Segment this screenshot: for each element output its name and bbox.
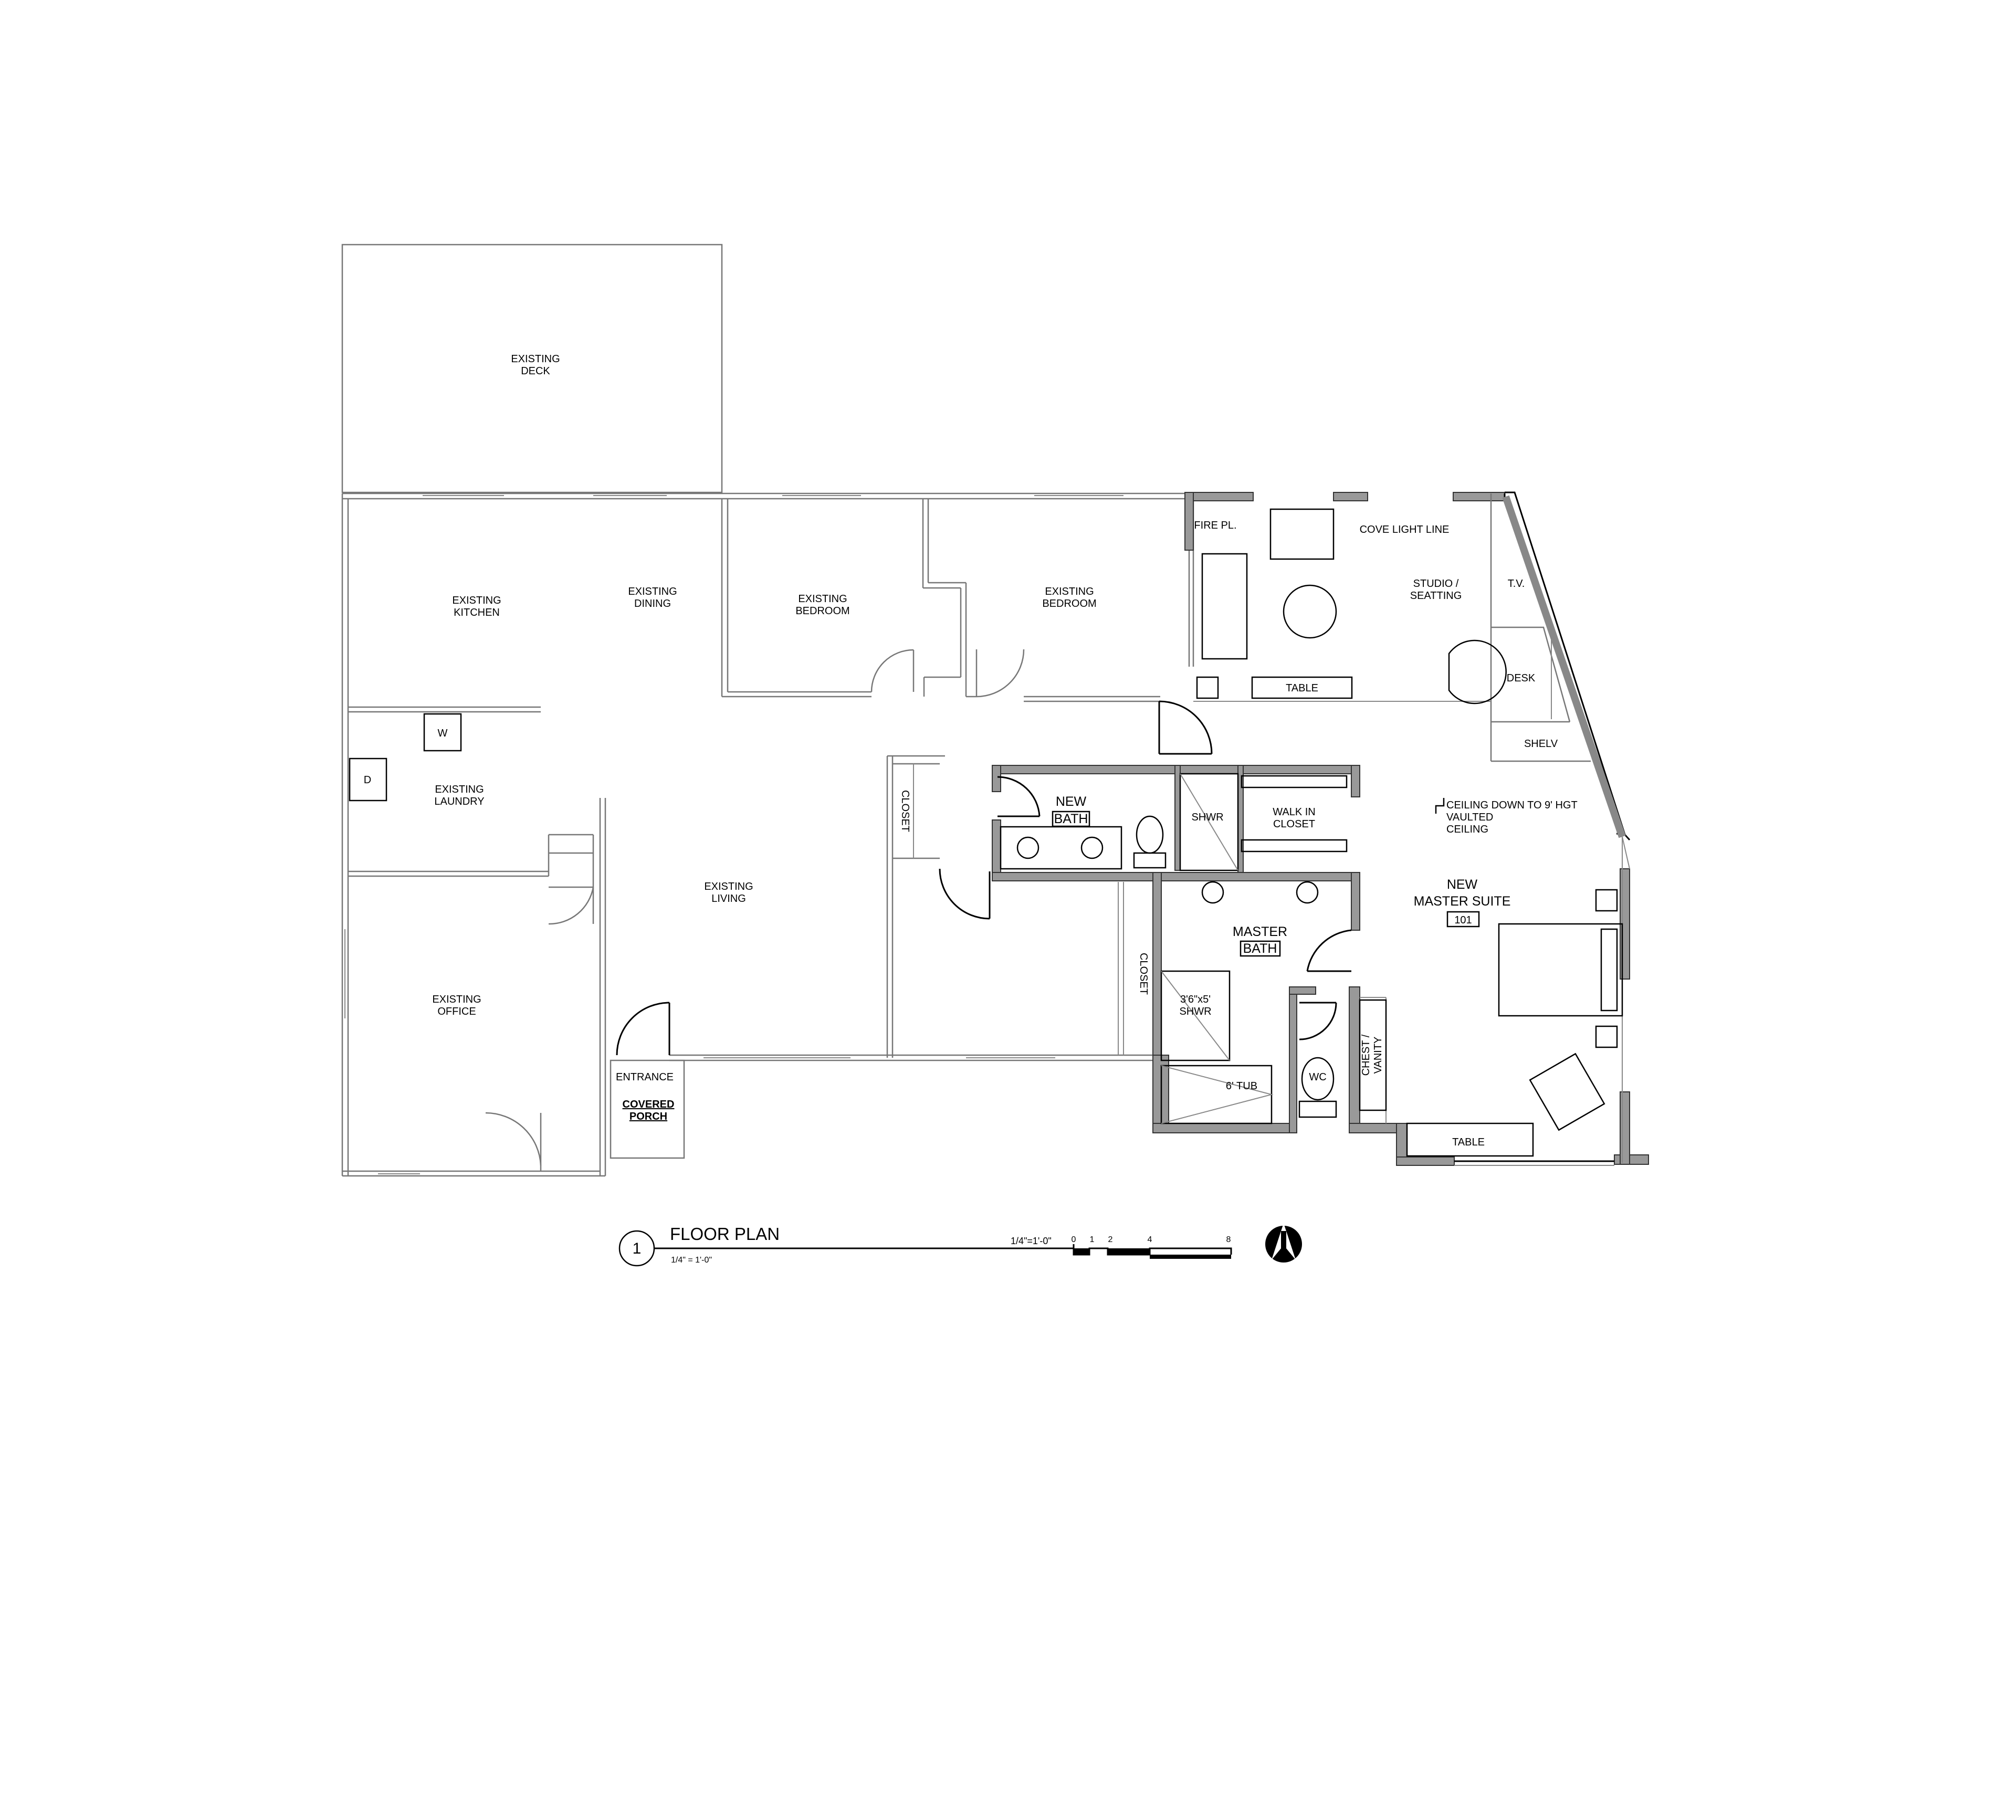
chest-vanity-label: CHEST /VANITY [1360, 1034, 1384, 1076]
washer-label: W [438, 728, 448, 739]
toilet-icon [1301, 1057, 1335, 1101]
master-suite-outline [1118, 491, 1631, 1166]
fireplace-label: FIRE PL. [1194, 520, 1236, 531]
scale-label: 1/4"=1'-0" [1011, 1236, 1052, 1246]
scale-note: 1/4" = 1'-0" [671, 1256, 712, 1265]
svg-text:8: 8 [1226, 1235, 1231, 1244]
svg-text:1: 1 [1090, 1235, 1095, 1244]
new-doors [939, 700, 1352, 1040]
graphic-scale: 0 1 2 4 8 [1072, 1235, 1232, 1259]
tv-label: T.V. [1508, 578, 1525, 590]
bed-icon [1498, 923, 1623, 1017]
entrance-label: ENTRANCE [616, 1071, 674, 1083]
existing-structure [341, 244, 1194, 1177]
sink-icon [1201, 881, 1224, 904]
sink-icon [1296, 881, 1319, 904]
fireplace-icon [1196, 676, 1219, 699]
tub-label: 6' TUB [1226, 1080, 1257, 1092]
closet-b-label: CLOSET [1138, 953, 1149, 995]
existing-doors [485, 649, 1025, 1171]
dryer-label: D [364, 774, 371, 786]
toilet-icon [1136, 815, 1164, 854]
title-block: 1 FLOOR PLAN 1/4" = 1'-0" 1/4"=1'-0" 0 1… [618, 1223, 1302, 1267]
svg-text:0: 0 [1072, 1235, 1076, 1244]
fixtures [349, 508, 1623, 1157]
sink-icon [1016, 836, 1040, 859]
cove-light-label: COVE LIGHT LINE [1360, 524, 1450, 535]
shower-label: 3'6"x5'SHWR [1179, 994, 1211, 1017]
desk-label: DESK [1507, 672, 1536, 684]
svg-text:2: 2 [1108, 1235, 1113, 1244]
studio-label: STUDIO /SEATTING [1410, 578, 1462, 602]
drawing-number: 1 [633, 1240, 642, 1257]
deck-outline [341, 244, 723, 493]
drawing-title: FLOOR PLAN [670, 1224, 780, 1244]
wc-label: WC [1309, 1071, 1326, 1083]
north-arrow-icon [1265, 1223, 1302, 1263]
sink-icon [1080, 836, 1104, 859]
shelv-label: SHELV [1524, 738, 1558, 750]
suite-table-label: TABLE [1452, 1137, 1485, 1148]
room-number: 101 [1454, 914, 1472, 926]
svg-text:4: 4 [1148, 1235, 1152, 1244]
closet-a-label: CLOSET [899, 790, 911, 832]
shwr-label: SHWR [1191, 812, 1223, 823]
studio-table-label: TABLE [1286, 682, 1318, 694]
